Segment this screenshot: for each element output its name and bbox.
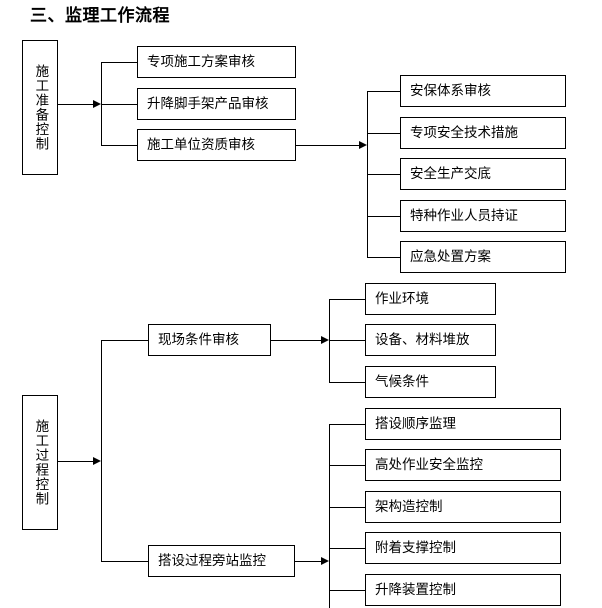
node-label: 架构造控制 bbox=[375, 498, 443, 515]
node-label: 升降脚手架产品审核 bbox=[147, 95, 269, 112]
node-lifting-device-control: 升降装置控制 bbox=[365, 574, 561, 606]
node-weather-conditions: 气候条件 bbox=[365, 366, 496, 398]
node-climbing-scaffold-product-review: 升降脚手架产品审核 bbox=[137, 88, 296, 120]
node-emergency-response-plan: 应急处置方案 bbox=[400, 241, 566, 273]
edge-stage2-to-trunk bbox=[58, 461, 94, 463]
node-label: 安全生产交底 bbox=[410, 165, 491, 182]
edge-trunk2-to-safety-measures bbox=[367, 133, 401, 135]
edge-trunk1-to-special-plan bbox=[101, 62, 138, 64]
node-label: 搭设顺序监理 bbox=[375, 415, 456, 432]
node-label: 专项安全技术措施 bbox=[410, 124, 518, 141]
edge-qualification-to-trunk2 bbox=[296, 145, 361, 147]
arrowhead-site-condition-trunk4 bbox=[321, 336, 329, 344]
edge-trunk1-to-qualification bbox=[101, 145, 138, 147]
edge-trunk4-to-work-environment bbox=[329, 299, 366, 301]
node-contractor-qualification-review: 施工单位资质审核 bbox=[137, 129, 296, 161]
stage-label-preparation: 施工准备控制 bbox=[32, 64, 49, 151]
edge-erection-to-trunk5 bbox=[295, 561, 323, 563]
node-label: 安保体系审核 bbox=[410, 82, 491, 99]
edge-trunk2-to-emergency-plan bbox=[367, 257, 401, 259]
node-label: 高处作业安全监控 bbox=[375, 456, 483, 473]
page-title: 三、监理工作流程 bbox=[30, 6, 170, 26]
node-label: 附着支撑控制 bbox=[375, 539, 456, 556]
node-special-safety-measures: 专项安全技术措施 bbox=[400, 117, 566, 149]
node-label: 作业环境 bbox=[375, 290, 429, 307]
edge-trunk5-to-attached-support bbox=[329, 548, 366, 550]
node-label: 搭设过程旁站监控 bbox=[158, 552, 266, 569]
edge-trunk5-to-high-altitude bbox=[329, 465, 366, 467]
node-label: 气候条件 bbox=[375, 373, 429, 390]
edge-trunk4-to-weather bbox=[329, 382, 366, 384]
arrowhead-stage2-trunk bbox=[93, 457, 101, 465]
edge-trunk2-to-disclosure bbox=[367, 174, 401, 176]
node-special-plan-review: 专项施工方案审核 bbox=[137, 46, 296, 78]
node-erection-supervision: 搭设过程旁站监控 bbox=[148, 545, 295, 577]
node-frame-structure-control: 架构造控制 bbox=[365, 491, 561, 523]
stage-node-construction-process: 施工过程控制 bbox=[22, 395, 58, 530]
node-label: 应急处置方案 bbox=[410, 248, 491, 265]
node-label: 现场条件审核 bbox=[158, 331, 239, 348]
node-label: 特种作业人员持证 bbox=[410, 207, 518, 224]
node-label: 设备、材料堆放 bbox=[375, 331, 470, 348]
edge-trunk5-to-lifting-device bbox=[329, 590, 366, 592]
edge-trunk2-to-operator-certificate bbox=[367, 216, 401, 218]
edge-site-condition-to-trunk4 bbox=[271, 340, 323, 342]
node-high-altitude-safety-monitoring: 高处作业安全监控 bbox=[365, 449, 561, 481]
arrowhead-qualification-trunk2 bbox=[359, 141, 367, 149]
node-label: 施工单位资质审核 bbox=[147, 136, 255, 153]
arrowhead-stage1-trunk bbox=[93, 100, 101, 108]
node-site-condition-review: 现场条件审核 bbox=[148, 324, 271, 356]
edge-trunk3-to-erection-supervision bbox=[101, 561, 149, 563]
node-erection-sequence-supervision: 搭设顺序监理 bbox=[365, 408, 561, 440]
stage-node-preparation: 施工准备控制 bbox=[22, 40, 58, 175]
node-work-environment: 作业环境 bbox=[365, 283, 496, 315]
trunk-erection-children bbox=[329, 424, 331, 608]
node-label: 升降装置控制 bbox=[375, 581, 456, 598]
edge-trunk5-to-erection-sequence bbox=[329, 424, 366, 426]
edge-stage1-to-trunk bbox=[58, 104, 94, 106]
node-special-operator-certificate: 特种作业人员持证 bbox=[400, 200, 566, 232]
edge-trunk5-to-frame-structure bbox=[329, 507, 366, 509]
edge-trunk3-to-site-condition bbox=[101, 340, 149, 342]
node-safety-production-disclosure: 安全生产交底 bbox=[400, 158, 566, 190]
edge-trunk4-to-equipment-stacking bbox=[329, 340, 366, 342]
node-security-system-review: 安保体系审核 bbox=[400, 75, 566, 107]
edge-trunk2-to-security-system bbox=[367, 91, 401, 93]
node-attached-support-control: 附着支撑控制 bbox=[365, 532, 561, 564]
trunk-construction-process bbox=[101, 340, 103, 562]
node-equipment-material-stacking: 设备、材料堆放 bbox=[365, 324, 496, 356]
stage-label-construction-process: 施工过程控制 bbox=[32, 419, 49, 506]
arrowhead-erection-trunk5 bbox=[321, 557, 329, 565]
node-label: 专项施工方案审核 bbox=[147, 53, 255, 70]
edge-trunk1-to-product-review bbox=[101, 104, 138, 106]
